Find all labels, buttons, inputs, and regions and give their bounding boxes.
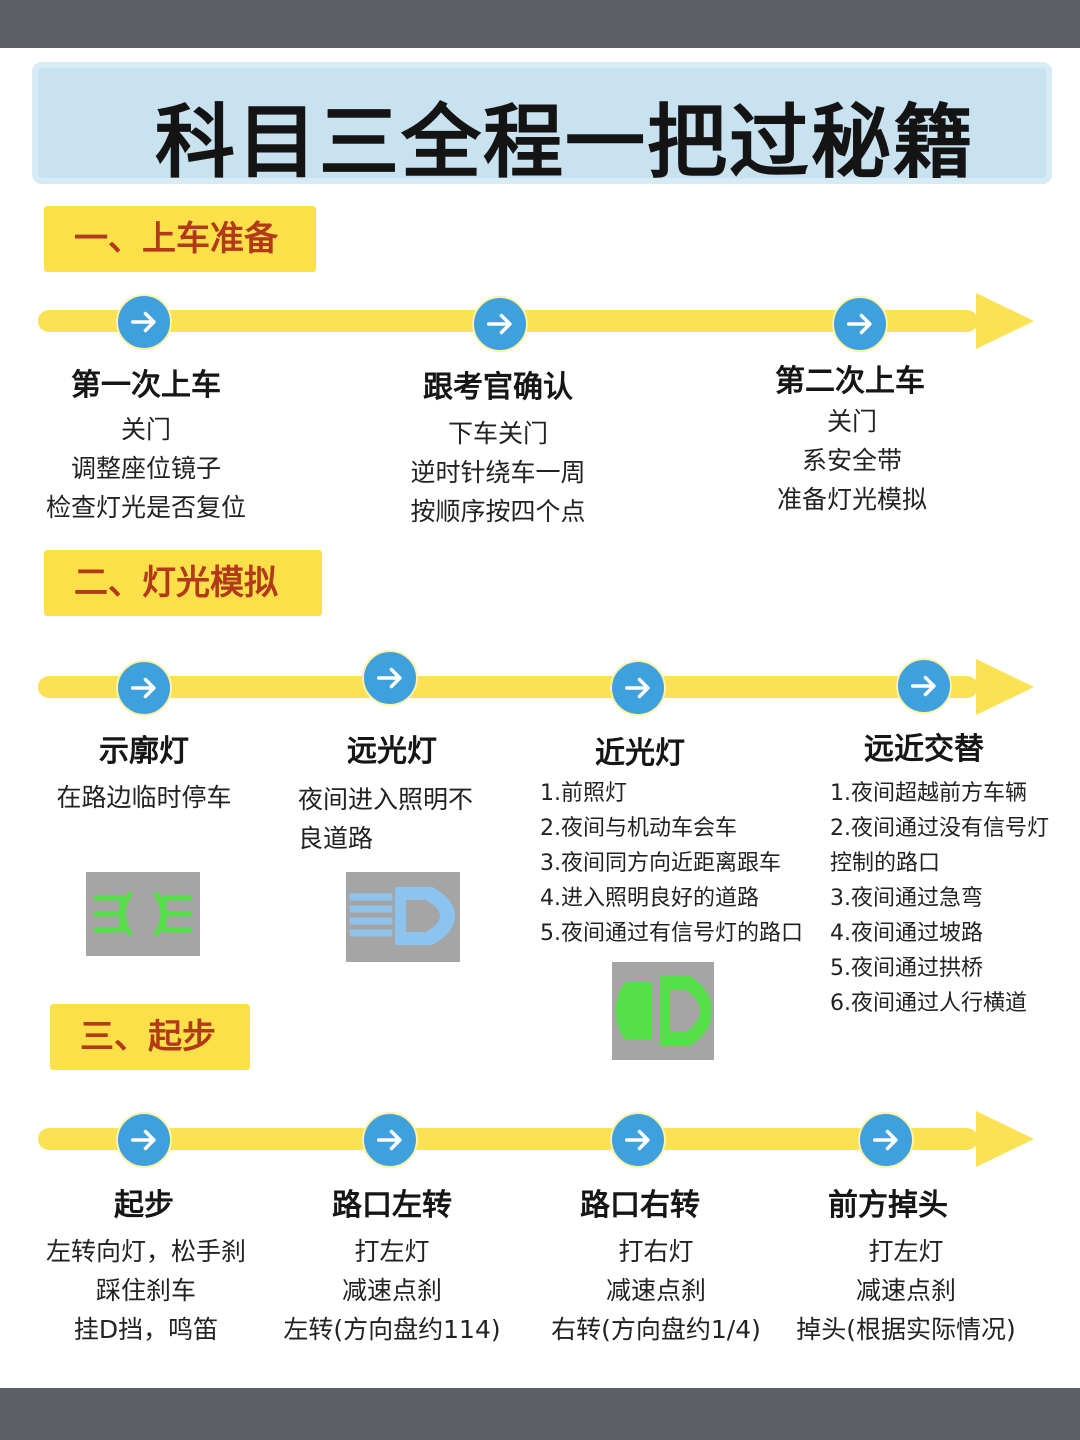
section-tag-1: 一、上车准备 xyxy=(44,206,316,272)
step-marker-2-2 xyxy=(362,650,418,706)
step-title: 第二次上车 xyxy=(775,364,925,399)
page: 科目三全程一把过秘籍 一、上车准备 第一次上车 关门 调整座位镜子 检查灯光是否… xyxy=(0,48,1080,1388)
step-marker-2-1 xyxy=(116,660,172,716)
step-title: 起步 xyxy=(114,1188,174,1223)
step-line: 夜间进入照明不 xyxy=(298,785,474,814)
timeline-arrowhead-3 xyxy=(976,1111,1034,1167)
step-line: 调整座位镜子 xyxy=(70,454,221,483)
step-line: 按顺序按四个点 xyxy=(410,497,586,526)
step-description: 关门 调整座位镜子 检查灯光是否复位 xyxy=(0,410,316,527)
timeline-arrowhead-2 xyxy=(976,659,1034,715)
step-line: 1.前照灯 xyxy=(540,781,627,806)
step-line: 逆时针绕车一周 xyxy=(410,458,586,487)
step-title: 近光灯 xyxy=(595,736,685,771)
arrow-right-icon xyxy=(376,1129,402,1151)
arrow-right-icon xyxy=(130,677,156,699)
step-line: 下车关门 xyxy=(447,419,548,448)
arrow-right-icon xyxy=(376,667,402,689)
section-tag-3: 三、起步 xyxy=(50,1004,250,1070)
step-line: 控制的路口 xyxy=(830,851,941,876)
step-title: 远近交替 xyxy=(864,732,984,767)
step-description: 打左灯 减速点刹 左转(方向盘约114) xyxy=(222,1232,562,1349)
arrow-right-icon xyxy=(130,311,156,333)
step-line: 4.夜间通过坡路 xyxy=(830,921,983,946)
position-lamp-icon xyxy=(86,872,200,956)
step-description: 下车关门 逆时针绕车一周 按顺序按四个点 xyxy=(328,414,668,531)
step-line: 准备灯光模拟 xyxy=(776,485,927,514)
step-description: 关门 系安全带 准备灯光模拟 xyxy=(682,402,1022,519)
step-line: 关门 xyxy=(120,415,171,444)
step-line: 在路边临时停车 xyxy=(56,783,232,812)
arrow-right-icon xyxy=(130,1129,156,1151)
step-marker-2-4 xyxy=(896,658,952,714)
arrow-right-icon xyxy=(624,677,650,699)
step-line: 关门 xyxy=(826,407,877,436)
step-line: 打左灯 xyxy=(354,1237,430,1266)
step-marker-3-4 xyxy=(858,1112,914,1168)
step-description: 1.夜间超越前方车辆 2.夜间通过没有信号灯 控制的路口 3.夜间通过急弯 4.… xyxy=(830,776,1080,1021)
step-line: 挂D挡，鸣笛 xyxy=(73,1315,219,1344)
step-description: 打左灯 减速点刹 掉头(根据实际情况) xyxy=(736,1232,1076,1349)
section-tag-2: 二、灯光模拟 xyxy=(44,550,322,616)
arrow-right-icon xyxy=(872,1129,898,1151)
step-description: 在路边临时停车 xyxy=(0,778,314,817)
step-marker-2-3 xyxy=(610,660,666,716)
page-title: 科目三全程一把过秘籍 xyxy=(155,96,975,189)
step-line: 减速点刹 xyxy=(341,1276,442,1305)
low-beam-icon xyxy=(612,962,714,1060)
step-line: 减速点刹 xyxy=(855,1276,956,1305)
step-marker-1-3 xyxy=(832,296,888,352)
step-line: 2.夜间通过没有信号灯 xyxy=(830,816,1049,841)
step-line: 踩住刹车 xyxy=(95,1276,196,1305)
step-description: 1.前照灯 2.夜间与机动车会车 3.夜间同方向近距离跟车 4.进入照明良好的道… xyxy=(540,776,803,951)
step-description: 打右灯 减速点刹 右转(方向盘约1/4) xyxy=(486,1232,826,1349)
step-line: 打右灯 xyxy=(618,1237,694,1266)
step-line: 3.夜间通过急弯 xyxy=(830,886,983,911)
step-description: 夜间进入照明不 良道路 xyxy=(298,780,508,858)
step-line: 6.夜间通过人行横道 xyxy=(830,991,1027,1016)
step-line: 检查灯光是否复位 xyxy=(45,493,246,522)
arrow-right-icon xyxy=(910,675,936,697)
step-title: 示廓灯 xyxy=(99,734,189,769)
step-line: 2.夜间与机动车会车 xyxy=(540,816,737,841)
step-line: 左转向灯，松手刹 xyxy=(45,1237,246,1266)
step-title: 前方掉头 xyxy=(828,1188,948,1223)
title-banner xyxy=(32,62,1052,184)
step-title: 跟考官确认 xyxy=(423,370,573,405)
step-title: 路口左转 xyxy=(332,1188,452,1223)
step-line: 左转(方向盘约114) xyxy=(283,1315,501,1344)
step-line: 1.夜间超越前方车辆 xyxy=(830,781,1027,806)
timeline-bar-2 xyxy=(38,676,978,698)
step-line: 系安全带 xyxy=(801,446,902,475)
timeline-arrowhead-1 xyxy=(976,293,1034,349)
step-line: 5.夜间通过有信号灯的路口 xyxy=(540,921,803,946)
arrow-right-icon xyxy=(486,313,512,335)
step-line: 3.夜间同方向近距离跟车 xyxy=(540,851,781,876)
step-title: 路口右转 xyxy=(580,1188,700,1223)
step-marker-3-1 xyxy=(116,1112,172,1168)
step-line: 5.夜间通过拱桥 xyxy=(830,956,983,981)
step-line: 右转(方向盘约1/4) xyxy=(551,1315,761,1344)
step-title: 第一次上车 xyxy=(71,368,221,403)
timeline-bar-3 xyxy=(38,1128,978,1150)
step-title: 远光灯 xyxy=(347,734,437,769)
step-marker-1-1 xyxy=(116,294,172,350)
step-line: 掉头(根据实际情况) xyxy=(796,1315,1016,1344)
high-beam-icon xyxy=(346,872,460,962)
step-line: 良道路 xyxy=(298,824,374,853)
arrow-right-icon xyxy=(846,313,872,335)
step-line: 减速点刹 xyxy=(605,1276,706,1305)
step-line: 打左灯 xyxy=(868,1237,944,1266)
step-marker-1-2 xyxy=(472,296,528,352)
step-marker-3-2 xyxy=(362,1112,418,1168)
step-line: 4.进入照明良好的道路 xyxy=(540,886,759,911)
arrow-right-icon xyxy=(624,1129,650,1151)
step-marker-3-3 xyxy=(610,1112,666,1168)
step-description: 左转向灯，松手刹 踩住刹车 挂D挡，鸣笛 xyxy=(0,1232,316,1349)
